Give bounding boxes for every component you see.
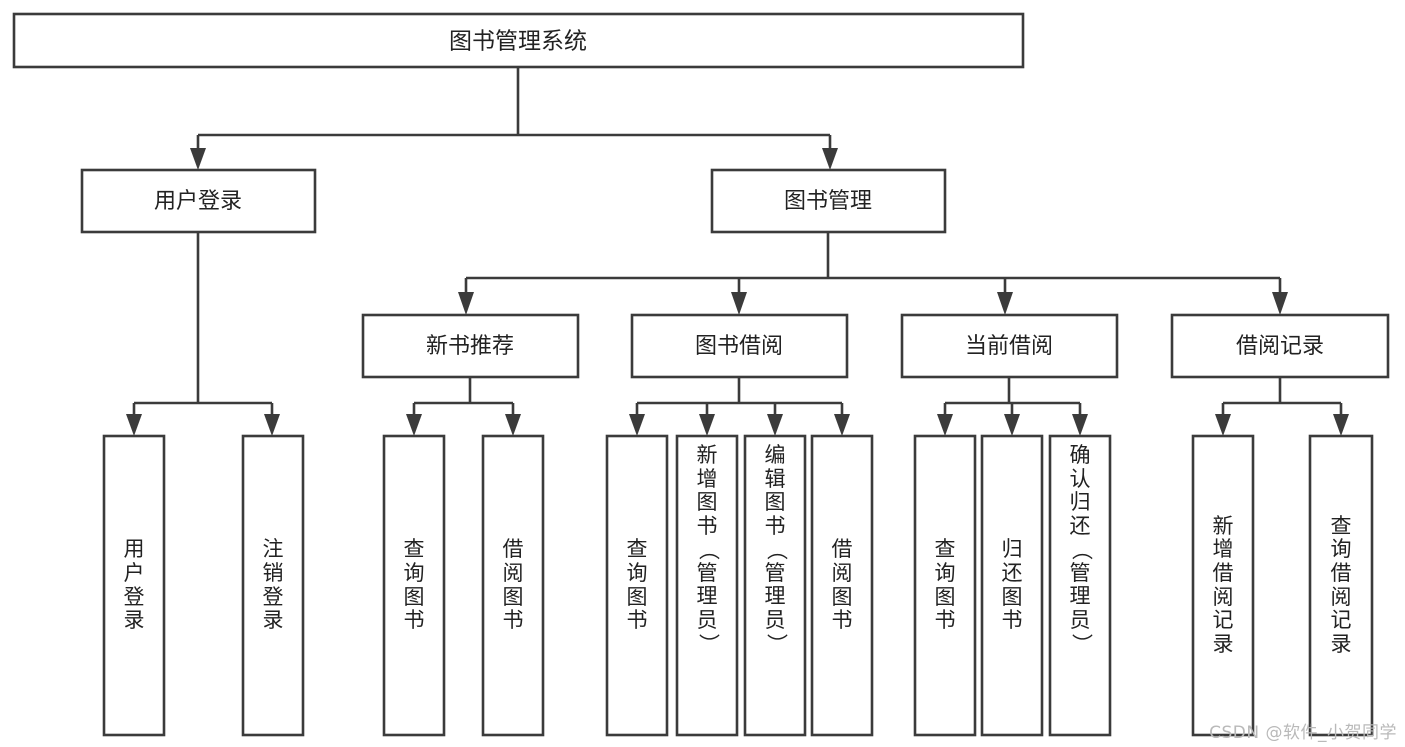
node-user-login-label: 用户登录 bbox=[154, 189, 242, 214]
node-current-borrow-box[interactable] bbox=[900, 313, 1119, 379]
leaf-box-edit-book-admin[interactable] bbox=[743, 434, 807, 737]
node-root-system-box[interactable] bbox=[12, 12, 1025, 69]
connector-bookmgmt-to-level3 bbox=[458, 232, 1288, 315]
node-borrow-record[interactable]: 借阅记录 bbox=[1170, 313, 1390, 379]
leaf-box-confirm-return-admin[interactable] bbox=[1048, 434, 1112, 737]
node-root-system[interactable]: 图书管理系统 bbox=[12, 12, 1025, 69]
connector-newbook-to-leaves bbox=[406, 377, 521, 436]
node-current-borrow[interactable]: 当前借阅 bbox=[900, 313, 1119, 379]
arrow-head-icon bbox=[1072, 414, 1088, 436]
node-new-book-recommend[interactable]: 新书推荐 bbox=[361, 313, 580, 379]
connector-userlogin-to-leaves bbox=[126, 232, 280, 436]
arrow-head-icon bbox=[731, 292, 747, 315]
arrow-head-icon bbox=[937, 414, 953, 436]
node-new-book-recommend-box[interactable] bbox=[361, 313, 580, 379]
arrow-head-icon bbox=[505, 414, 521, 436]
arrow-head-icon bbox=[997, 292, 1013, 315]
leaf-box-query-book-3[interactable] bbox=[913, 434, 977, 737]
arrow-head-icon bbox=[822, 148, 838, 170]
leaf-box-query-borrow-record[interactable] bbox=[1308, 434, 1374, 737]
arrow-head-icon bbox=[699, 414, 715, 436]
arrow-head-icon bbox=[458, 292, 474, 315]
connector-bookborrow-to-leaves bbox=[629, 377, 850, 436]
arrow-head-icon bbox=[834, 414, 850, 436]
arrow-head-icon bbox=[1215, 414, 1231, 436]
leaf-box-logout[interactable] bbox=[241, 434, 305, 737]
leaf-box-return-book[interactable] bbox=[980, 434, 1044, 737]
arrow-head-icon bbox=[1333, 414, 1349, 436]
connector-currentborrow-to-leaves bbox=[937, 377, 1088, 436]
arrow-head-icon bbox=[126, 414, 142, 436]
leaf-box-add-book-admin[interactable] bbox=[675, 434, 739, 737]
node-user-login-box[interactable] bbox=[80, 168, 317, 234]
node-user-login[interactable]: 用户登录 bbox=[80, 168, 317, 234]
leaf-box-query-book-1[interactable] bbox=[382, 434, 446, 737]
node-book-management[interactable]: 图书管理 bbox=[710, 168, 947, 234]
arrow-head-icon bbox=[1004, 414, 1020, 436]
leaf-box-user-login[interactable] bbox=[102, 434, 166, 737]
arrow-head-icon bbox=[1272, 292, 1288, 315]
arrow-head-icon bbox=[190, 148, 206, 170]
leaf-box-query-book-2[interactable] bbox=[605, 434, 669, 737]
node-root-system-label: 图书管理系统 bbox=[449, 29, 587, 55]
leaf-box-add-borrow-record[interactable] bbox=[1191, 434, 1255, 737]
leaf-box-borrow-book-2[interactable] bbox=[810, 434, 874, 737]
arrow-head-icon bbox=[629, 414, 645, 436]
node-book-borrow-label: 图书借阅 bbox=[695, 334, 783, 359]
arrow-head-icon bbox=[264, 414, 280, 436]
node-borrow-record-label: 借阅记录 bbox=[1236, 334, 1324, 359]
arrow-head-icon bbox=[406, 414, 422, 436]
connector-root-to-level2 bbox=[190, 67, 838, 170]
node-book-management-label: 图书管理 bbox=[784, 189, 872, 214]
connector-borrowrecord-to-leaves bbox=[1215, 377, 1349, 436]
node-book-borrow[interactable]: 图书借阅 bbox=[630, 313, 849, 379]
leaf-box-borrow-book-1[interactable] bbox=[481, 434, 545, 737]
node-new-book-recommend-label: 新书推荐 bbox=[426, 334, 514, 359]
arrow-head-icon bbox=[767, 414, 783, 436]
node-current-borrow-label: 当前借阅 bbox=[965, 334, 1053, 359]
